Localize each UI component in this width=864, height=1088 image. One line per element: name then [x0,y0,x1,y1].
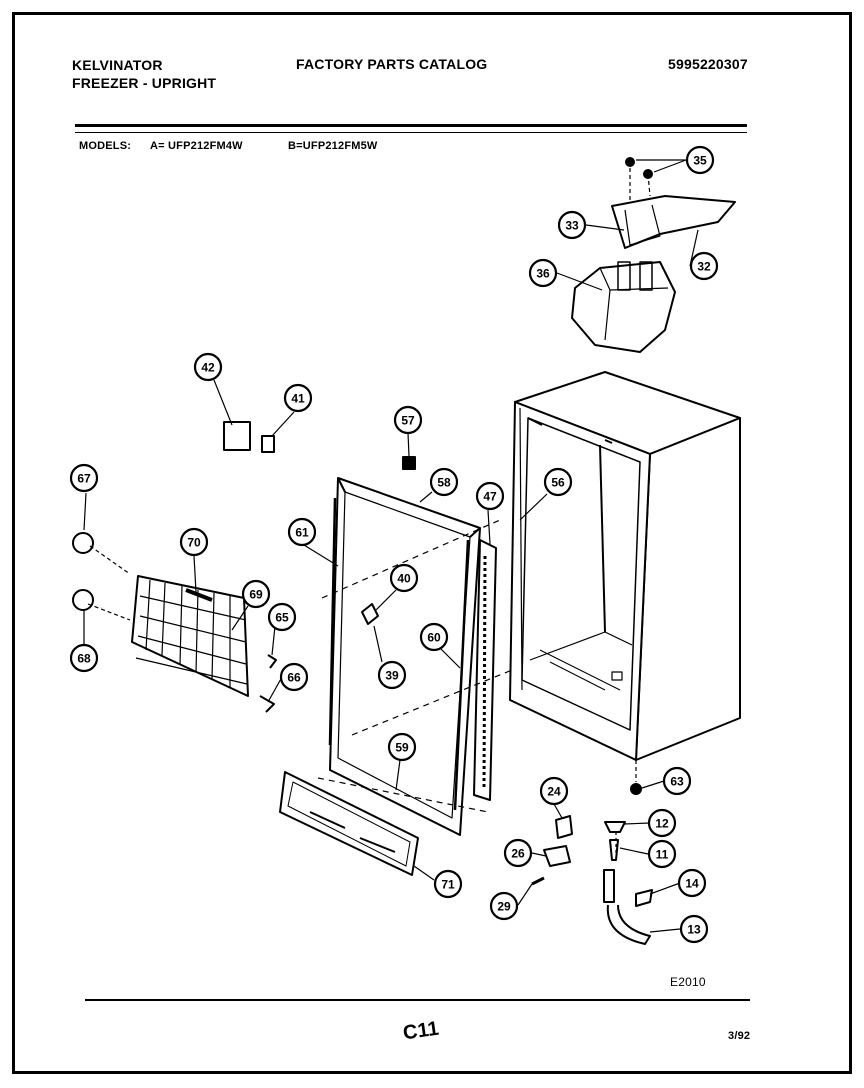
leader-lines [83,159,699,933]
callout-number: 71 [441,878,455,892]
callout-36: 36 [528,258,558,288]
figure-code: E2010 [670,975,706,989]
model-b: B=UFP212FM5W [288,140,378,152]
callout-number: 24 [547,785,561,799]
callout-11: 11 [647,839,677,869]
callout-42: 42 [193,352,223,382]
model-a: A= UFP212FM4W [150,140,243,152]
callout-number: 12 [655,817,669,831]
callout-number: 13 [687,923,701,937]
callout-number: 35 [693,154,707,168]
compressor-drawing [571,157,736,353]
callout-number: 40 [397,572,411,586]
callout-number: 68 [77,652,91,666]
product-type: FREEZER - UPRIGHT [72,75,217,91]
callout-39: 39 [377,660,407,690]
callout-number: 60 [427,631,441,645]
callout-35: 35 [685,145,715,175]
callout-number: 58 [437,476,451,490]
header-rule [75,124,747,133]
callout-33: 33 [557,210,587,240]
callout-65: 65 [267,602,297,632]
callout-number: 39 [385,669,399,683]
kickplate-drawing [279,771,419,876]
small-parts-drawing [72,421,653,945]
callout-number: 61 [295,526,309,540]
shelf-drawing [131,575,249,697]
callout-number: 67 [77,472,91,486]
callout-number: 59 [395,741,409,755]
callout-60: 60 [419,622,449,652]
callout-number: 42 [201,361,215,375]
models-label: MODELS: [79,140,132,152]
callout-71: 71 [433,869,463,899]
revision-date: 3/92 [728,1030,751,1042]
callout-number: 26 [511,847,525,861]
callout-32: 32 [689,251,719,281]
callout-number: 33 [565,219,579,233]
callout-69: 69 [241,579,271,609]
cabinet-drawing [509,371,741,761]
callout-63: 63 [662,766,692,796]
callout-13: 13 [679,914,709,944]
callout-number: 41 [291,392,305,406]
callout-68: 68 [69,643,99,673]
callout-12: 12 [647,808,677,838]
callout-number: 70 [187,536,201,550]
footer-rule [85,999,750,1001]
callout-29: 29 [489,891,519,921]
callout-number: 63 [670,775,684,789]
callout-number: 56 [551,476,565,490]
callout-41: 41 [283,383,313,413]
callout-24: 24 [539,776,569,806]
callout-number: 36 [536,267,550,281]
door-gasket-drawing [473,539,497,801]
callout-number: 11 [656,848,669,862]
callout-56: 56 [543,467,573,497]
callout-26: 26 [503,838,533,868]
callout-66: 66 [279,662,309,692]
callout-layer: 35 33 32 36 42 41 57 58 47 56 67 70 69 65 61 40 60 39 66 68… [69,145,719,944]
callout-61: 61 [287,517,317,547]
callout-number: 14 [685,877,699,891]
callout-number: 65 [275,611,289,625]
callout-number: 69 [249,588,263,602]
callout-67: 67 [69,463,99,493]
door-drawing [328,477,481,836]
callout-57: 57 [393,405,423,435]
callout-number: 29 [497,900,511,914]
brand-name: KELVINATOR [72,57,163,73]
callout-58: 58 [429,467,459,497]
catalog-number: 5995220307 [668,56,748,72]
callout-70: 70 [179,527,209,557]
catalog-title: FACTORY PARTS CATALOG [296,56,488,72]
callout-number: 32 [697,260,711,274]
callout-59: 59 [387,732,417,762]
page-frame [12,12,852,1074]
callout-number: 57 [401,414,415,428]
callout-40: 40 [389,563,419,593]
callout-number: 47 [483,490,497,504]
callout-number: 66 [287,671,301,685]
callout-14: 14 [677,868,707,898]
callout-47: 47 [475,481,505,511]
